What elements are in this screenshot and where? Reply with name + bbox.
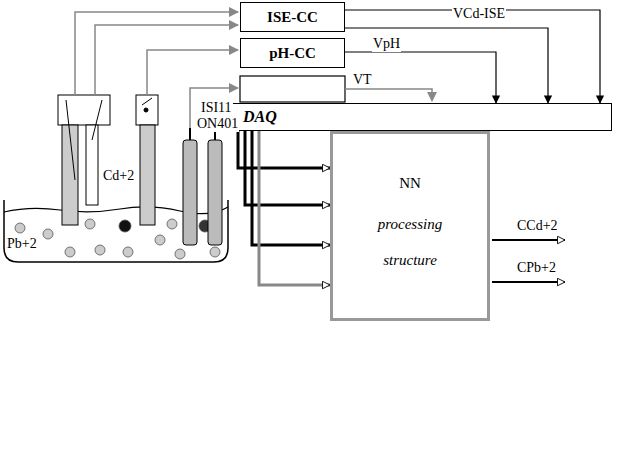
sensor-wires (75, 12, 238, 128)
sensor-name: ISI11 (200, 100, 233, 116)
ion-label: Cd+2 (102, 168, 135, 184)
signal-connector (345, 52, 496, 103)
sensor-name: ON401 (196, 116, 239, 132)
box-title: DAQ (243, 108, 277, 126)
output-label: CPb+2 (516, 260, 557, 276)
signal-name: VpH (372, 36, 401, 52)
signal-connector (252, 131, 330, 245)
process-box: pH-CC (240, 38, 345, 68)
conditioning-box (240, 76, 345, 102)
signal-name: VT (352, 72, 373, 88)
box-title: pH-CC (269, 45, 316, 62)
daq-bar: DAQ (230, 103, 612, 131)
nn-box: NN processing structure (330, 131, 490, 321)
box-title: NN (399, 175, 421, 192)
signal-name: VCd-ISE (452, 6, 506, 22)
output-arrows (492, 240, 565, 282)
signal-connector (345, 28, 548, 103)
signal-connector (345, 10, 600, 103)
signal-wire (345, 89, 432, 101)
ion-label: Pb+2 (6, 236, 38, 252)
box-body: processing structure (360, 206, 460, 278)
output-label: CCd+2 (516, 218, 559, 234)
process-box: ISE-CC (240, 2, 345, 32)
box-title: ISE-CC (267, 9, 318, 26)
signal-connector (259, 131, 330, 285)
